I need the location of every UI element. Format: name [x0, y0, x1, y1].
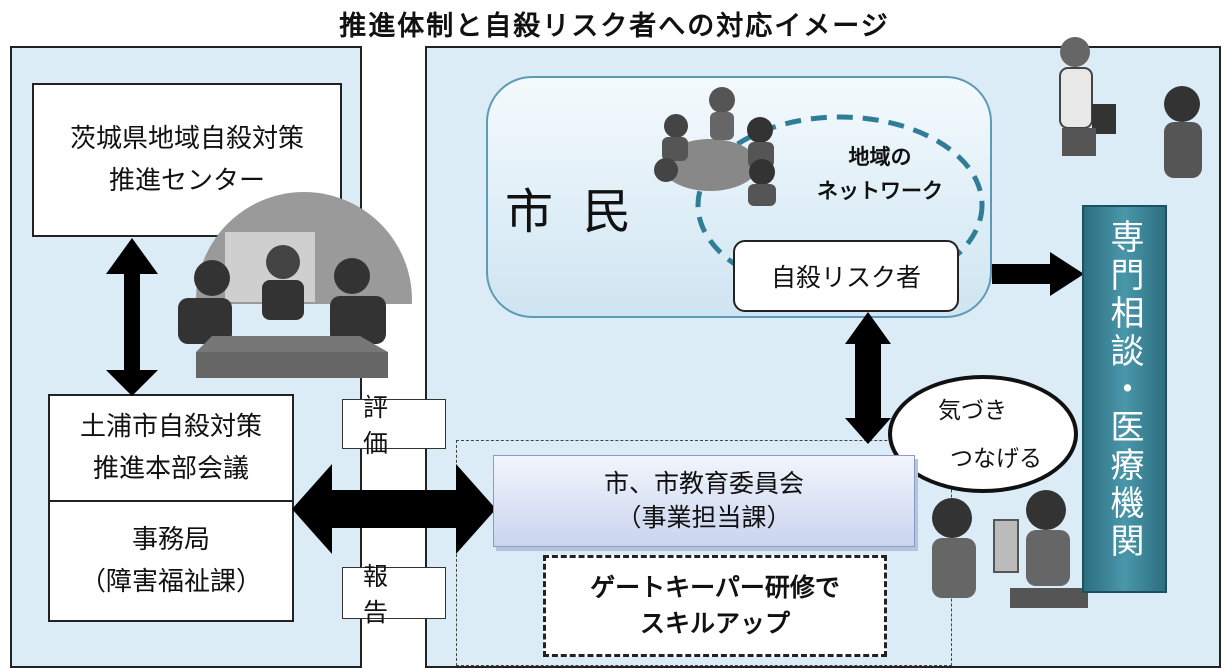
council-city-arrow: [292, 464, 496, 554]
bubble-line2: つなげる: [950, 446, 1042, 472]
council-line1: 土浦市自殺対策: [79, 412, 262, 442]
specialist-box: 専門相談・医療機関: [1082, 205, 1167, 593]
counter-staff-illustration: [932, 490, 1088, 608]
gatekeeper-line1: ゲートキーパー研修で: [590, 573, 840, 602]
page-title: 推進体制と自殺リスク者への対応イメージ: [339, 11, 890, 42]
center-council-arrow: [106, 238, 158, 396]
bubble-line1: 気づき: [938, 398, 1007, 424]
city-department-box: 市、市教育委員会 （事業担当課）: [493, 455, 915, 547]
secretariat-line2: （障害福祉課）: [79, 567, 262, 597]
council-box: 土浦市自殺対策 推進本部会議: [48, 394, 294, 502]
secretariat-line1: 事務局: [131, 525, 210, 555]
prefecture-center-box: 茨城県地域自殺対策 推進センター: [32, 83, 342, 237]
risk-city-arrow: [845, 312, 891, 444]
network-line1: 地域の: [848, 145, 912, 169]
council-line2: 推進本部会議: [92, 454, 249, 484]
risk-specialist-arrow: [992, 252, 1084, 296]
citizens-meeting-illustration: [654, 87, 776, 206]
network-label: 地域の ネットワーク: [790, 140, 970, 216]
specialist-label: 専門相談・医療機関: [1104, 219, 1144, 561]
network-line2: ネットワーク: [817, 179, 943, 203]
doctor-patient-illustration: [1059, 37, 1202, 178]
citizens-label: 市民: [505, 184, 662, 240]
prefecture-center-line1: 茨城県地域自殺対策: [69, 124, 304, 154]
meeting-illustration: [178, 192, 412, 378]
risk-person-box: 自殺リスク者: [733, 240, 959, 312]
notice-connect-bubble: 気づき つなげる: [888, 375, 1078, 493]
secretariat-box: 事務局 （障害福祉課）: [48, 500, 294, 622]
report-label: 報告: [342, 562, 446, 627]
prefecture-center-line2: 推進センター: [108, 166, 265, 196]
gatekeeper-line2: スキルアップ: [639, 609, 790, 638]
city-line1: 市、市教育委員会: [603, 469, 804, 498]
gatekeeper-training-box: ゲートキーパー研修で スキルアップ: [543, 555, 887, 657]
city-line2: （事業担当課）: [616, 503, 792, 532]
